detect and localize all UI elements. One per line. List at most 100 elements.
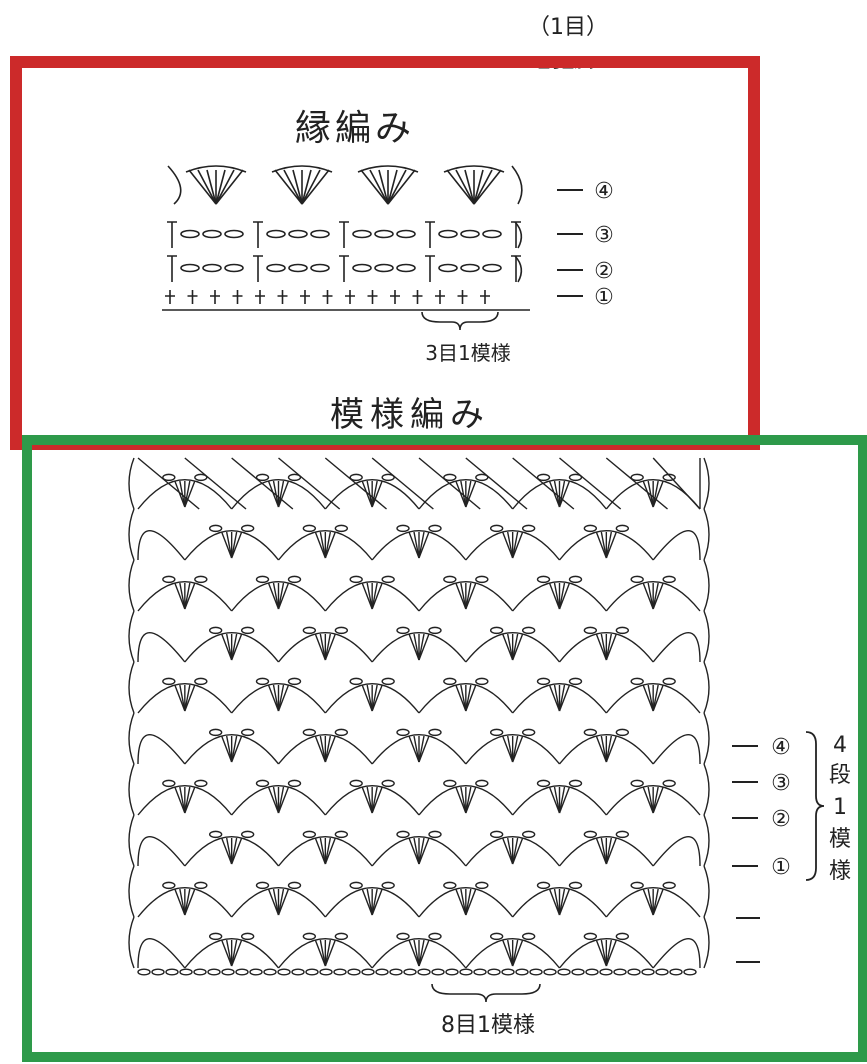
chain-stitch-symbol bbox=[438, 229, 458, 239]
fan-stitch-line bbox=[558, 786, 566, 814]
fan-stitch-line bbox=[231, 837, 243, 865]
fan-stitch-line bbox=[184, 786, 196, 814]
fan-stitch-line bbox=[455, 786, 467, 814]
chain-stitch-symbol bbox=[396, 728, 410, 737]
chain-stitch-symbol bbox=[396, 229, 416, 239]
side-turning-chain bbox=[703, 814, 710, 867]
edging-row-markers: ④ ③ ② ① bbox=[557, 179, 614, 310]
fan-stitch-line bbox=[605, 735, 613, 763]
chain-stitch-symbol bbox=[583, 728, 598, 737]
chain-stitch-symbol bbox=[396, 830, 410, 839]
chain-loop-arc bbox=[371, 631, 467, 663]
fan-stitch-line bbox=[558, 684, 571, 712]
fan-stitch-line bbox=[221, 837, 233, 865]
chain-stitch-symbol bbox=[302, 626, 317, 635]
fan-stitch-line bbox=[324, 837, 336, 865]
shell-stitch-line bbox=[301, 169, 312, 205]
shell-top-arc bbox=[357, 165, 419, 173]
chain-stitch-symbol bbox=[583, 932, 598, 941]
chain-stitch-symbol bbox=[334, 626, 349, 635]
chain-stitch-symbol bbox=[630, 881, 644, 890]
side-turning-chain bbox=[703, 661, 710, 714]
chain-stitch-symbol bbox=[482, 229, 502, 239]
edging-row-marker: ④ bbox=[557, 179, 614, 204]
foundation-chain-stitch bbox=[277, 968, 291, 976]
shell-stitch-line bbox=[215, 169, 226, 205]
fan-stitch-line bbox=[277, 480, 290, 508]
foundation-chain-stitch bbox=[221, 968, 235, 976]
fan-stitch-line bbox=[272, 888, 280, 916]
single-crochet-symbol bbox=[300, 290, 310, 304]
foundation-chain-stitch bbox=[557, 968, 571, 976]
fan-stitch-line bbox=[324, 735, 332, 763]
chain-stitch-symbol bbox=[381, 881, 395, 890]
side-turning-chain bbox=[128, 865, 135, 918]
shell-stitch-line bbox=[387, 169, 407, 205]
fan-stitch-line bbox=[371, 684, 378, 712]
foundation-chain-stitch bbox=[543, 968, 557, 976]
shell-stitch-line bbox=[387, 169, 416, 205]
fan-stitch-line bbox=[174, 888, 186, 916]
chain-stitch-symbol bbox=[208, 830, 223, 839]
pattern-row-marker: ① bbox=[732, 855, 791, 880]
fan-stitch-line bbox=[408, 939, 420, 967]
chain-loop-arc bbox=[137, 682, 233, 714]
fan-stitch-line bbox=[652, 684, 659, 712]
shell-stitch-line bbox=[387, 169, 398, 205]
pattern-row-markers: ④ ③ ② ① bbox=[732, 735, 791, 963]
chain-loop-arc bbox=[652, 632, 701, 663]
chain-stitch-symbol bbox=[662, 677, 676, 686]
fan-stitch-line bbox=[314, 735, 326, 763]
chain-stitch-symbol bbox=[428, 728, 442, 737]
fan-stitch-line bbox=[221, 735, 233, 763]
chain-stitch-symbol bbox=[381, 575, 395, 584]
chain-loop-arc bbox=[184, 733, 280, 765]
double-crochet-symbol bbox=[253, 221, 263, 248]
single-crochet-symbol bbox=[255, 290, 265, 304]
single-crochet-symbol bbox=[367, 290, 378, 304]
fan-stitch-line bbox=[225, 837, 233, 865]
fan-stitch-line bbox=[642, 480, 654, 508]
chain-stitch-symbol bbox=[521, 524, 536, 533]
chain-loop-arc bbox=[558, 835, 654, 867]
fan-stitch-line bbox=[174, 684, 186, 712]
chain-stitch-symbol bbox=[194, 677, 208, 686]
chain-stitch-symbol bbox=[428, 932, 442, 941]
chain-stitch-symbol bbox=[302, 830, 317, 839]
fan-stitch-line bbox=[512, 837, 524, 865]
edging-row-marker: ② bbox=[557, 259, 614, 284]
fan-stitch-line bbox=[267, 786, 280, 814]
fan-stitch-line bbox=[418, 735, 425, 763]
foundation-chain-stitch bbox=[291, 968, 305, 976]
foundation-chain-stitch bbox=[683, 968, 697, 976]
chain-loop-arc bbox=[418, 682, 514, 714]
fan-stitch-line bbox=[506, 939, 514, 967]
fan-stitch-line bbox=[371, 888, 383, 916]
fan-stitch-line bbox=[174, 786, 186, 814]
shell-top-arc bbox=[185, 165, 247, 173]
turning-chain-symbol bbox=[514, 221, 523, 249]
fan-stitch-line bbox=[600, 837, 608, 865]
chain-stitch-symbol bbox=[208, 932, 223, 941]
foundation-chain-stitch bbox=[333, 968, 347, 976]
chain-stitch-symbol bbox=[162, 779, 176, 788]
fan-stitch-line bbox=[319, 531, 327, 559]
chain-stitch-symbol bbox=[255, 575, 270, 584]
chain-stitch-symbol bbox=[443, 677, 457, 686]
chain-stitch-symbol bbox=[287, 677, 302, 686]
chain-stitch-symbol bbox=[287, 473, 302, 482]
fan-stitch-line bbox=[277, 582, 285, 610]
pattern-row-marker: ② bbox=[732, 807, 791, 832]
fan-stitch-line bbox=[179, 888, 186, 916]
fan-stitch-line bbox=[652, 480, 659, 508]
chain-stitch-symbol bbox=[202, 229, 222, 239]
foundation-chain-stitch bbox=[235, 968, 249, 976]
shell-stitch-line bbox=[188, 169, 217, 205]
chain-stitch-symbol bbox=[662, 881, 676, 890]
fan-stitch-line bbox=[230, 633, 238, 661]
shell-stitch-line bbox=[215, 169, 235, 205]
diagonal-chain-line bbox=[465, 457, 528, 510]
fan-stitch-line bbox=[460, 684, 467, 712]
pattern-repeat-brace bbox=[431, 983, 541, 1003]
fan-stitch-line bbox=[371, 480, 378, 508]
